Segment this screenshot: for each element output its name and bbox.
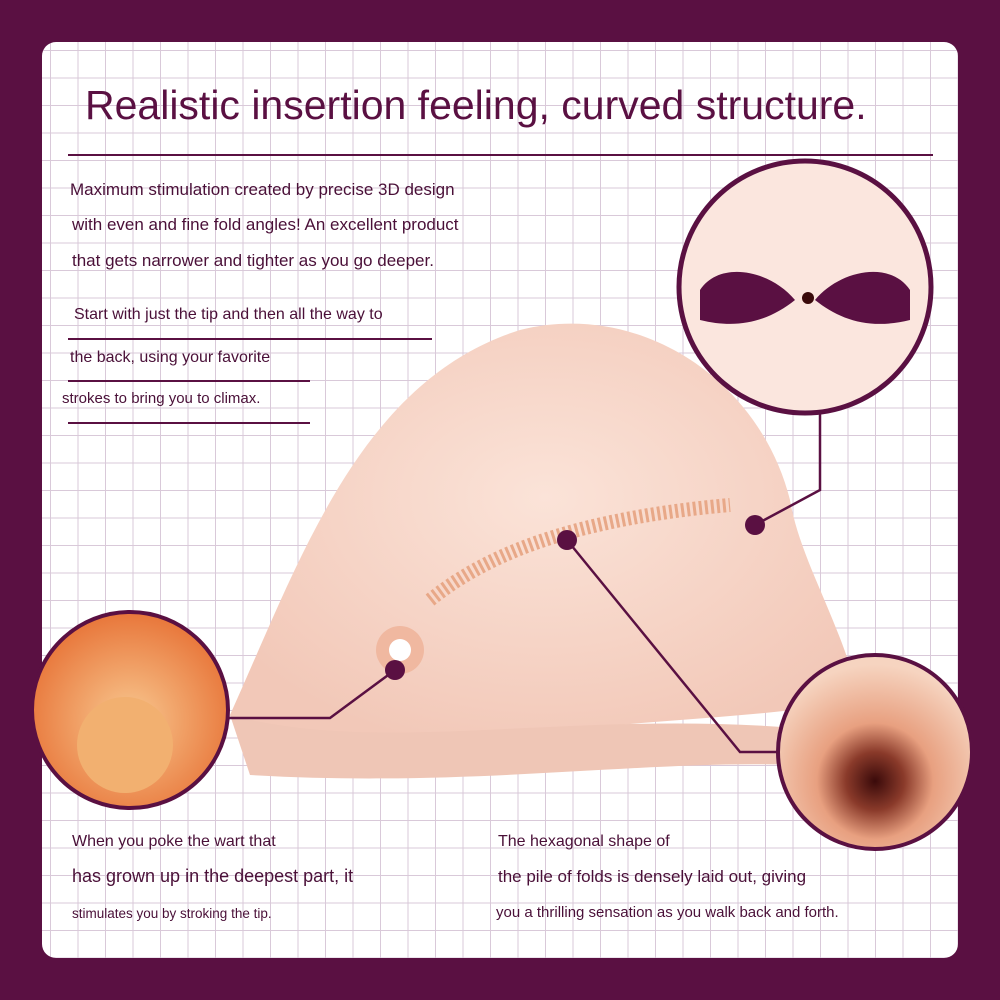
feature-left-line: has grown up in the deepest part, it (72, 866, 354, 886)
feature-left-line: When you poke the wart that (72, 833, 276, 850)
page-title: Realistic insertion feeling, curved stru… (85, 82, 867, 128)
usage-line: strokes to bring you to climax. (62, 390, 261, 407)
intro-line: Maximum stimulation created by precise 3… (70, 180, 455, 199)
callout-dot (745, 515, 765, 535)
fold-channel (425, 498, 731, 606)
detail-circle-right (776, 653, 974, 851)
intro-line: that gets narrower and tighter as you go… (72, 251, 434, 270)
callout-dot (557, 530, 577, 550)
hand-shapes (700, 271, 910, 324)
divider (68, 338, 432, 340)
feature-left-line: stimulates you by stroking the tip. (72, 906, 272, 921)
detail-circle-top (676, 158, 934, 416)
divider (68, 380, 310, 382)
divider (68, 422, 310, 424)
usage-line: the back, using your favorite (70, 349, 271, 366)
usage-line: Start with just the tip and then all the… (74, 306, 383, 323)
title-divider (68, 154, 933, 156)
intro-line: with even and fine fold angles! An excel… (72, 215, 459, 234)
feature-right-line: The hexagonal shape of (498, 833, 670, 850)
connector-lines (228, 412, 822, 754)
feature-right-line: the pile of folds is densely laid out, g… (498, 867, 807, 886)
callout-dot (385, 660, 405, 680)
feature-right-line: you a thrilling sensation as you walk ba… (496, 904, 839, 921)
product-base (230, 715, 860, 779)
